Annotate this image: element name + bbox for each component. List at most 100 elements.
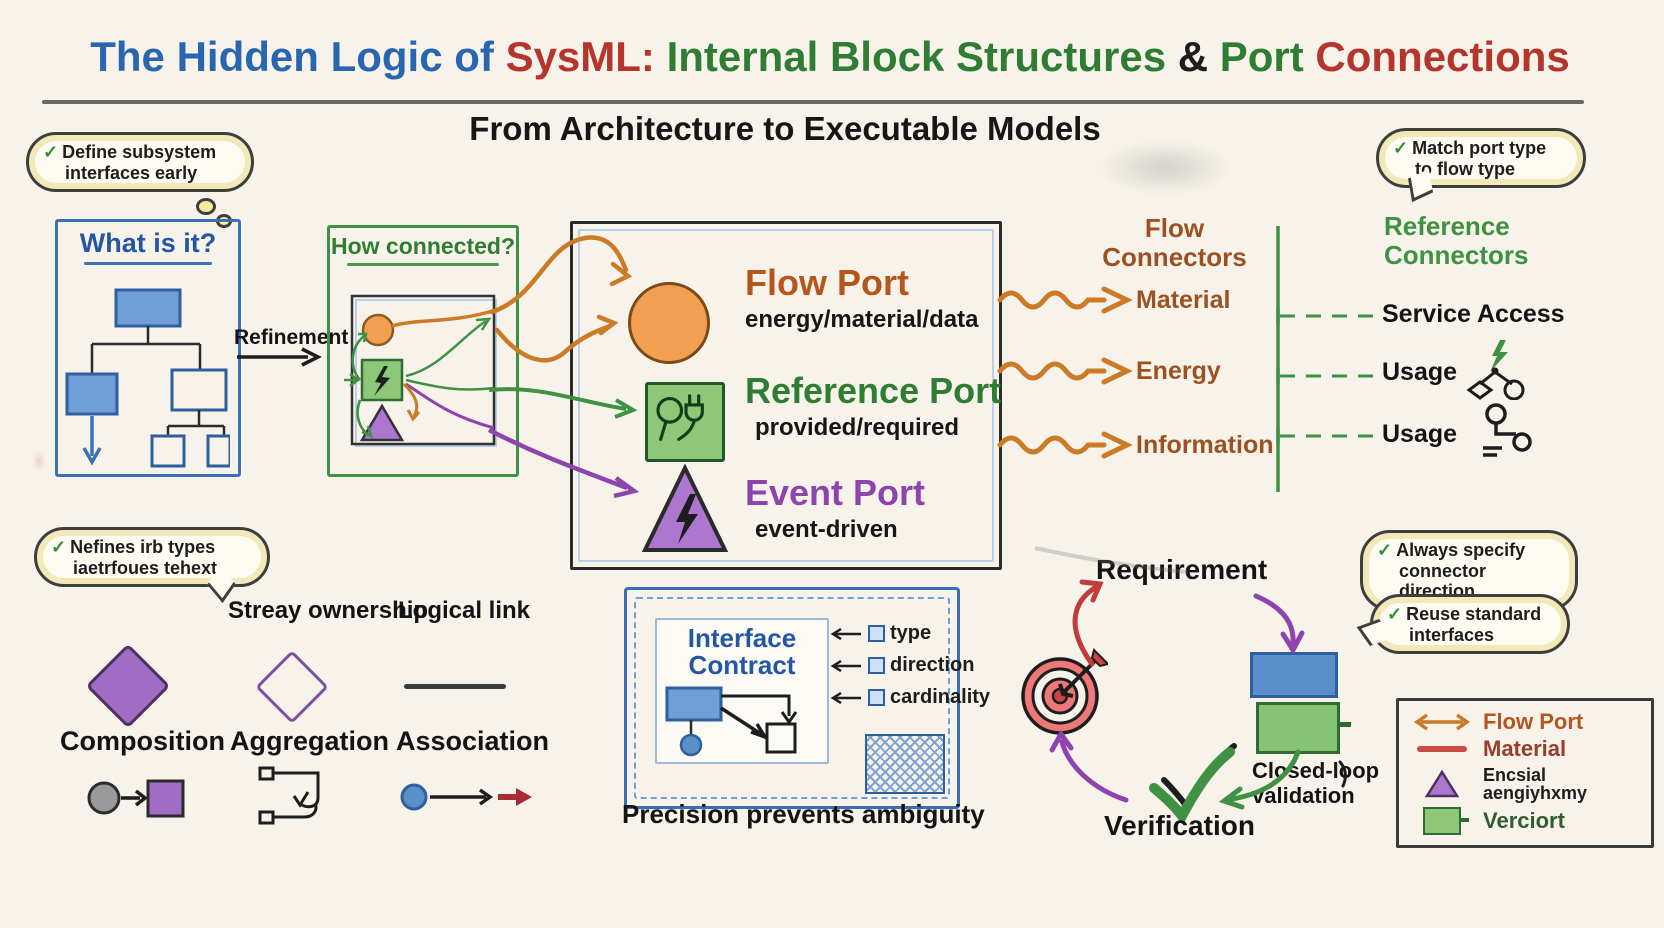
attr-label: type <box>890 622 932 644</box>
association-label: Association <box>396 726 550 756</box>
check-icon: ✓ <box>51 537 67 557</box>
attr-label: direction <box>890 654 975 676</box>
note-bubble-define: ✓Define subsystem interfaces early <box>26 132 254 193</box>
interface-contract-box: Interface Contract type <box>624 587 990 809</box>
reference-usage-2: Usage <box>1382 420 1458 448</box>
flow-connector-energy: Energy <box>1136 357 1221 385</box>
bubble-line: ✓Match port type <box>1393 138 1571 159</box>
reference-port-icon <box>645 382 725 462</box>
legend-row-version: Verciort <box>1411 806 1639 835</box>
check-icon: ✓ <box>1387 604 1403 624</box>
page-title: The Hidden Logic of SysML: Internal Bloc… <box>40 33 1620 80</box>
association-line-icon <box>404 684 506 689</box>
interface-contract-panel: Interface Contract <box>655 618 829 764</box>
reference-port-desc: provided/required <box>755 414 960 441</box>
attr-square-icon <box>868 689 885 706</box>
design-block <box>1250 652 1338 698</box>
title-underline <box>84 262 212 265</box>
heading-line: Connectors <box>1102 242 1247 273</box>
heading-line: Reference <box>1384 211 1510 241</box>
material-line-icon <box>1411 746 1473 753</box>
verification-label: Verification <box>1104 810 1255 841</box>
contract-structure-doodle <box>665 686 798 757</box>
crosshatch-region <box>865 734 945 794</box>
attr-square-icon <box>868 657 885 674</box>
title-line: Contract <box>688 650 796 681</box>
heading-line: Connectors <box>1384 240 1529 271</box>
bubble-text: Match port type <box>1412 138 1547 158</box>
target-icon <box>1021 648 1108 735</box>
attr-row-direction: direction <box>829 654 990 677</box>
bubble-line: ✓Reuse standard <box>1387 604 1555 625</box>
aggregation-label: Aggregation <box>230 726 389 756</box>
note-bubble-reuse: ✓Reuse standard interfaces <box>1356 594 1570 655</box>
attr-row-type: type <box>829 622 990 645</box>
block-hierarchy-diagram <box>65 288 230 468</box>
flow-connector-material: Material <box>1136 286 1231 314</box>
reference-service-access: Service Access <box>1382 300 1565 328</box>
bubble-text: Define subsystem <box>62 142 217 162</box>
port-types-box: Flow Port energy/material/data Reference… <box>570 221 1002 570</box>
title-segment: & <box>1177 33 1220 80</box>
attribute-list: type direction cardinality <box>829 622 990 709</box>
attr-square-icon <box>868 625 885 642</box>
requirement-label: Requirement <box>1096 554 1268 585</box>
legend-label: Flow Port <box>1483 709 1584 734</box>
aggregation-doodle <box>258 766 320 825</box>
note-bubble-match: ✓Match port type to flow type <box>1376 128 1586 203</box>
composition-label: Composition <box>60 726 225 756</box>
bubble-text: Reuse standard <box>1406 604 1542 624</box>
event-port-icon <box>359 403 405 442</box>
flow-port-icon <box>361 313 395 347</box>
logical-link-label: Logical link <box>398 597 531 624</box>
event-triangle-icon <box>1411 769 1473 799</box>
title-underline <box>42 100 1584 104</box>
usage-lollipop-icon <box>1483 403 1532 457</box>
how-box-title: How connected? <box>330 233 515 259</box>
attr-label: cardinality <box>890 686 991 708</box>
internal-structure-sketch <box>344 294 497 447</box>
page-subtitle: From Architecture to Executable Models <box>469 110 1101 147</box>
note-bubble-interfaces: ✓Nefines irb types iaetrfoues tehext <box>34 527 270 604</box>
what-box-title: What is it? <box>79 228 217 258</box>
checkmark-icon <box>1149 743 1237 824</box>
event-port-icon <box>641 463 729 552</box>
reference-connectors-heading: Reference Connectors <box>1384 211 1529 271</box>
title-segment: Connections <box>1315 33 1570 80</box>
bubble-line: interfaces early <box>65 162 198 183</box>
event-port-label: Event Port <box>745 472 926 513</box>
label-line: Closed-loop <box>1252 758 1380 783</box>
block-port-stub <box>1337 722 1351 727</box>
interface-contract-title: Interface Contract <box>657 623 827 681</box>
legend-row-material: Material <box>1411 738 1639 760</box>
bubble-line: ✓Always specify <box>1377 540 1563 561</box>
legend-label: Material <box>1483 736 1567 762</box>
check-icon: ✓ <box>1393 138 1409 158</box>
flow-port-label: Flow Port <box>745 262 909 303</box>
association-doodle <box>400 783 532 811</box>
usage-balljoint-icon <box>1466 340 1525 400</box>
composition-diamond-icon <box>85 643 171 729</box>
reference-port-label: Reference Port <box>745 370 1002 411</box>
legend-label: Verciort <box>1483 807 1565 833</box>
flow-port-arrow-icon <box>1411 713 1473 731</box>
event-port-desc: event-driven <box>755 516 898 543</box>
refinement-label: Refinement <box>234 326 349 349</box>
precision-caption: Precision prevents ambiguity <box>622 799 985 829</box>
bubble-line: iaetrfoues tehext <box>73 557 218 578</box>
closed-loop-label: Closed-loop validation <box>1252 758 1379 809</box>
title-segment: Port <box>1219 33 1316 80</box>
pink-mark <box>34 452 44 470</box>
check-icon: ✓ <box>43 142 59 162</box>
composition-doodle <box>87 779 185 818</box>
what-is-it-box: What is it? <box>55 219 241 477</box>
flow-connector-information: Information <box>1136 431 1274 459</box>
flow-port-desc: energy/material/data <box>745 306 979 333</box>
bubble-line: ✓Nefines irb types <box>51 537 255 558</box>
attr-row-cardinality: cardinality <box>829 686 990 709</box>
label-line: validation <box>1252 783 1355 809</box>
title-line: Interface <box>687 623 797 653</box>
flow-connectors-heading: Flow Connectors <box>1102 213 1247 273</box>
